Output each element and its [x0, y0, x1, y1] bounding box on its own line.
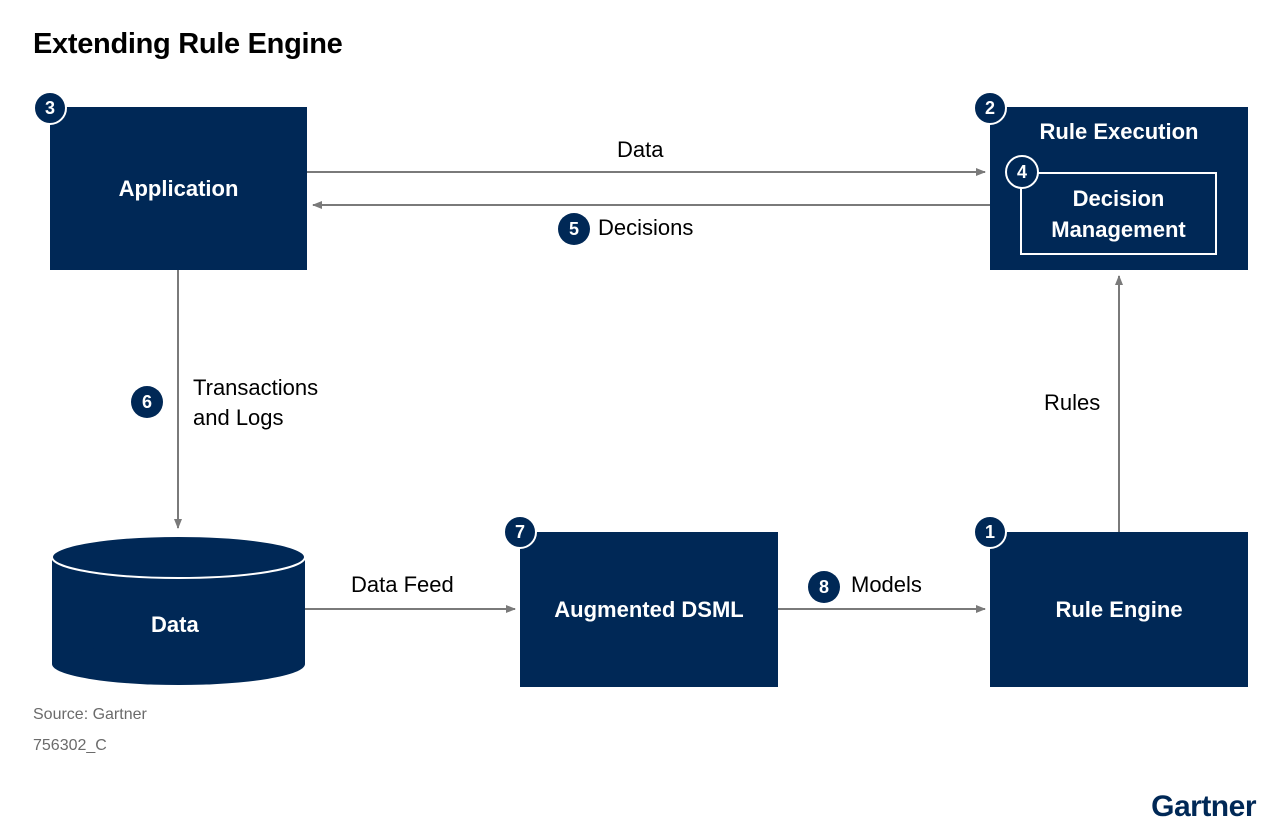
edge-decisions-badge: 5: [558, 213, 590, 245]
edge-rules-label: Rules: [1044, 390, 1101, 415]
source-note: Source: Gartner: [33, 706, 147, 723]
edge-transactions-badge: 6: [131, 386, 163, 418]
augmented-dsml-badge: 7: [503, 515, 537, 549]
edge-models-label: Models: [851, 572, 922, 597]
edge-decisions-label: Decisions: [598, 215, 694, 240]
augmented-dsml-node: Augmented DSML: [520, 532, 778, 687]
decision-management-label-line2: Management: [1051, 216, 1186, 242]
rule-engine-label: Rule Engine: [1055, 596, 1183, 622]
decision-management-badge: 4: [1005, 155, 1039, 189]
rule-engine-badge: 1: [973, 515, 1007, 549]
application-node: Application: [50, 107, 307, 270]
edge-data-label: Data: [617, 137, 664, 162]
edge-models-badge: 8: [808, 571, 840, 603]
rule-execution-label: Rule Execution: [1039, 119, 1199, 144]
figure-id: 756302_C: [33, 737, 107, 754]
edge-transactions-label-line1: Transactions: [193, 375, 319, 400]
decision-management-label-line1: Decision: [1072, 185, 1165, 211]
data-store-label: Data: [151, 612, 199, 637]
rule-engine-node: Rule Engine: [990, 532, 1248, 687]
application-badge: 3: [33, 91, 67, 125]
page-title: Extending Rule Engine: [33, 28, 343, 60]
gartner-logo: Gartner: [1151, 790, 1256, 823]
data-cylinder: [51, 535, 306, 685]
application-label: Application: [118, 175, 239, 201]
rule-execution-badge: 2: [973, 91, 1007, 125]
edge-data-feed-label: Data Feed: [351, 572, 454, 597]
decision-management-node: Decision Management: [1020, 172, 1217, 255]
edge-transactions-label-line2: and Logs: [193, 405, 284, 430]
augmented-dsml-label: Augmented DSML: [554, 596, 744, 622]
